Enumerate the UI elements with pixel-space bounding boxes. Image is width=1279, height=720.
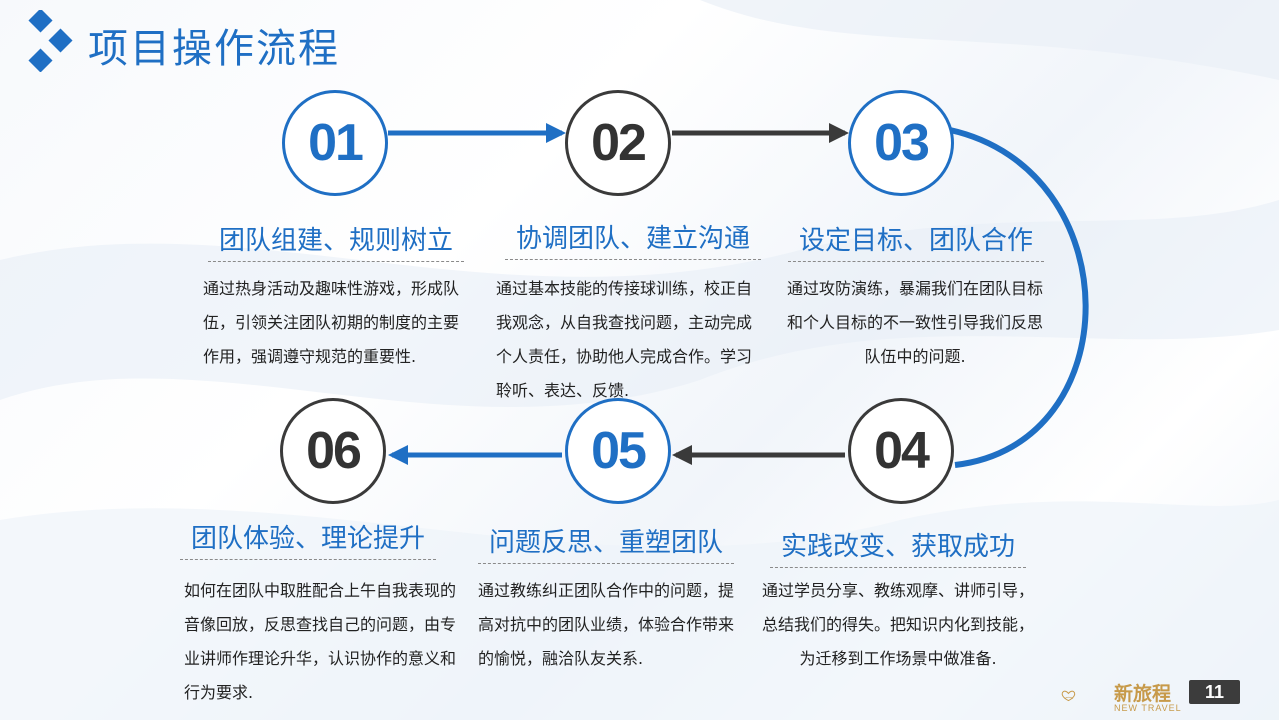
diamond-logo-icon (28, 10, 73, 72)
step-number: 03 (874, 114, 930, 172)
step-number: 01 (308, 114, 364, 172)
step-01-title: 团队组建、规则树立 (208, 220, 464, 262)
page-number: 11 (1189, 680, 1240, 704)
step-01-description: 通过热身活动及趣味性游戏，形成队伍，引领关注团队初期的制度的主要作用，强调遵守规… (203, 279, 460, 366)
step-number: 05 (591, 422, 647, 480)
step-03-circle: 03 (848, 90, 954, 196)
curve-03-04 (949, 127, 1089, 468)
step-06-description: 如何在团队中取胜配合上午自我表现的音像回放，反思查找自己的问题，由专业讲师作理论… (184, 581, 457, 702)
step-04-description: 通过学员分享、教练观摩、讲师引导，总结我们的得失。把知识内化到技能，为迁移到工作… (762, 581, 1035, 668)
page-title: 项目操作流程 (88, 26, 340, 72)
step-02-description: 通过基本技能的传接球训练，校正自我观念，从自我查找问题，主动完成个人责任，协助他… (496, 279, 753, 400)
step-01-circle: 01 (282, 90, 388, 196)
step-number: 02 (591, 114, 647, 172)
step-06-circle: 06 (280, 398, 386, 504)
brand-subtitle: NEW TRAVEL (1114, 703, 1182, 713)
step-02-circle: 02 (565, 90, 671, 196)
brand-logo-icon (1061, 690, 1076, 702)
step-04-title: 实践改变、获取成功 (770, 526, 1026, 568)
step-03-title: 设定目标、团队合作 (788, 220, 1044, 262)
step-05-title: 问题反思、重塑团队 (478, 522, 734, 564)
step-05-description: 通过教练纠正团队合作中的问题，提高对抗中的团队业绩，体验合作带来的愉悦，融洽队友… (478, 581, 735, 668)
brand-name: 新旅程 (1114, 683, 1172, 705)
step-05-circle: 05 (565, 398, 671, 504)
step-03-description: 通过攻防演练，暴漏我们在团队目标和个人目标的不一致性引导我们反思队伍中的问题. (786, 279, 1043, 366)
step-number: 06 (306, 422, 362, 480)
step-number: 04 (874, 422, 930, 480)
step-02-title: 协调团队、建立沟通 (505, 218, 761, 260)
step-04-circle: 04 (848, 398, 954, 504)
step-06-title: 团队体验、理论提升 (180, 518, 436, 560)
